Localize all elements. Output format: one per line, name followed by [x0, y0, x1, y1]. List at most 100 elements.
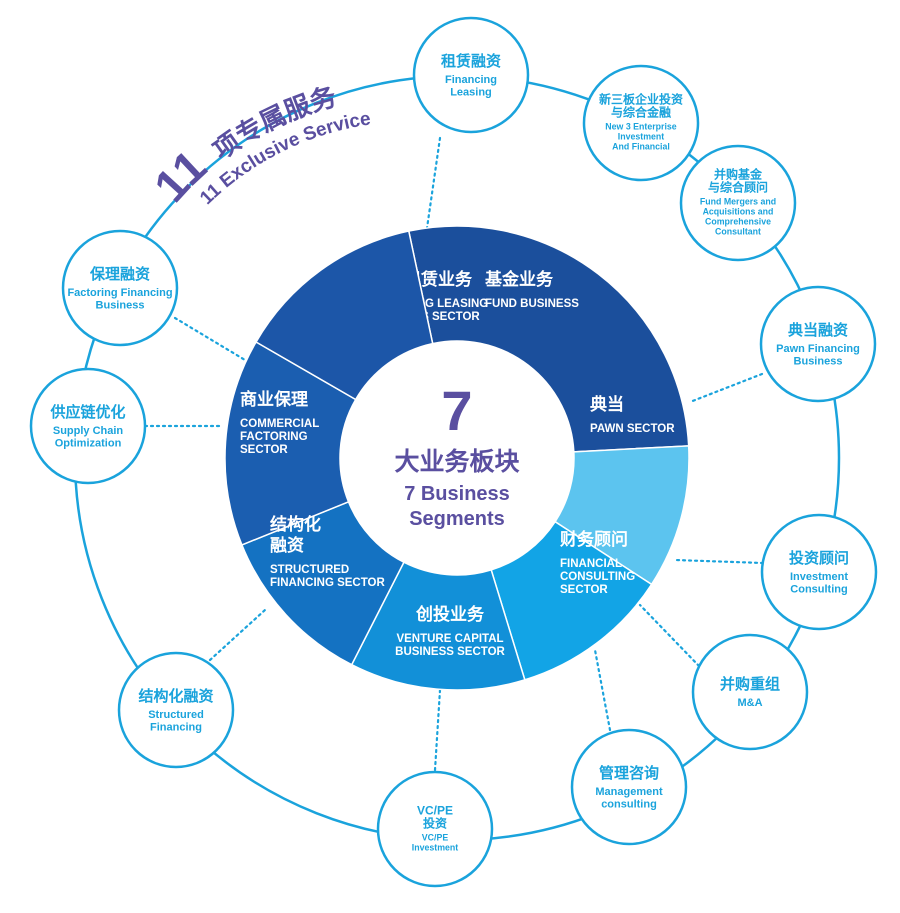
service-en-label: Structured — [148, 709, 204, 721]
center-chinese: 大业务板块 — [394, 448, 519, 476]
center-english-line1: 7 Business — [404, 483, 510, 505]
service-en-label: Factoring Financing — [67, 287, 172, 299]
service-en-label: Acquisitions and — [703, 207, 774, 217]
service-cn-label: 并购重组 — [720, 675, 780, 693]
service-circle — [760, 513, 878, 631]
segment-en-label: COMMERCIAL — [240, 418, 319, 430]
service-cn-label: 与综合顾问 — [708, 180, 768, 195]
service-en-label: Fund Mergers and — [700, 197, 776, 207]
service-en-label: Supply Chain — [53, 425, 124, 437]
service-cn-label: 典当融资 — [788, 321, 848, 339]
center-circle — [340, 341, 574, 575]
center-english-line2: Segments — [409, 508, 505, 530]
connector-line — [433, 688, 442, 772]
connector-line — [173, 316, 247, 362]
service-en-label: Optimization — [55, 437, 122, 449]
service-cn-label: 管理咨询 — [599, 764, 659, 782]
service-cn-label: 投资 — [423, 816, 447, 831]
service-en-label: Financing — [445, 74, 497, 86]
service-en-label: consulting — [601, 798, 657, 810]
connector-line — [423, 136, 442, 244]
segment-cn-label: 典当 — [590, 394, 624, 414]
title-group: 11 项专属服务 11 Exclusive Service — [144, 81, 372, 211]
service-circle — [582, 64, 700, 182]
center-hub: 7 大业务板块 7 Business Segments — [340, 341, 574, 575]
service-en-label: And Financial — [612, 142, 670, 152]
connector-line — [688, 372, 764, 404]
service-circle — [29, 367, 147, 485]
service-cn-label: 供应链优化 — [49, 403, 125, 421]
center-number: 7 — [441, 379, 472, 442]
segment-en-label: FINANCING SECTOR — [270, 577, 385, 589]
service-en-label: Investment — [790, 571, 848, 583]
service-en-label: Financing — [150, 721, 202, 733]
segment-cn-label: 财务顾问 — [559, 529, 628, 549]
segment-fund: 基金业务 FUND BUSINESS — [484, 269, 690, 586]
service-cn-label: 与综合金融 — [611, 105, 671, 120]
service-en-label: Consultant — [715, 227, 761, 237]
service-en-label: Business — [794, 355, 843, 367]
segment-cn-label: 基金业务 — [484, 269, 554, 289]
service-en-label: VC/PE — [422, 833, 449, 843]
segment-en-label: FUND BUSINESS — [485, 298, 579, 310]
service-circle — [691, 633, 809, 751]
segment-en-label: SECTOR — [560, 584, 608, 596]
service-circle — [61, 229, 179, 347]
service-cn-label: 投资顾问 — [789, 549, 849, 567]
service-en-label: Comprehensive — [705, 217, 771, 227]
service-en-label: Management — [595, 786, 663, 798]
service-circle — [759, 285, 877, 403]
service-en-label: Pawn Financing — [776, 343, 860, 355]
service-cn-label: 租赁融资 — [441, 52, 501, 70]
service-circle — [679, 144, 797, 262]
segment-en-label: STRUCTURED — [270, 564, 349, 576]
service-cn-label: 并购基金 — [714, 167, 763, 182]
service-circle — [570, 728, 688, 846]
segment-en-label: CONSULTING — [560, 571, 635, 583]
service-cn-label: 保理融资 — [89, 265, 150, 283]
connector-line — [208, 608, 267, 662]
service-en-label: New 3 Enterprise — [605, 122, 676, 132]
service-circle — [117, 651, 235, 769]
service-cn-label: 新三板企业投资 — [599, 92, 683, 107]
service-en-label: Investment — [618, 132, 665, 142]
segment-cn-label: 融资 — [270, 535, 304, 555]
connector-line — [638, 603, 701, 668]
segment-en-label: FACTORING — [240, 431, 308, 443]
segment-cn-label: 结构化 — [270, 514, 321, 534]
service-en-label: Consulting — [790, 583, 847, 595]
segment-en-label: BUSINESS SECTOR — [395, 646, 505, 658]
service-circle — [376, 770, 494, 888]
service-cn-label: VC/PE — [417, 804, 453, 818]
segment-cn-label: 创投业务 — [415, 604, 485, 624]
segment-en-label: VENTURE CAPITAL — [396, 633, 503, 645]
connector-lines — [143, 136, 765, 772]
segment-en-label: SECTOR — [240, 444, 288, 456]
service-en-label: Leasing — [450, 86, 492, 98]
service-en-label: M&A — [737, 697, 762, 709]
service-cn-label: 结构化融资 — [138, 687, 213, 705]
segment-en-label: PAWN SECTOR — [590, 423, 675, 435]
segment-en-label: FINANCIAL — [560, 558, 622, 570]
service-m-and-a: 并购重组 M&A — [691, 633, 809, 751]
service-circle — [412, 16, 530, 134]
connector-line — [673, 558, 765, 565]
connector-line — [593, 648, 612, 732]
service-en-label: Business — [96, 299, 145, 311]
service-en-label: Investment — [412, 843, 459, 853]
segment-cn-label: 商业保理 — [240, 389, 308, 409]
